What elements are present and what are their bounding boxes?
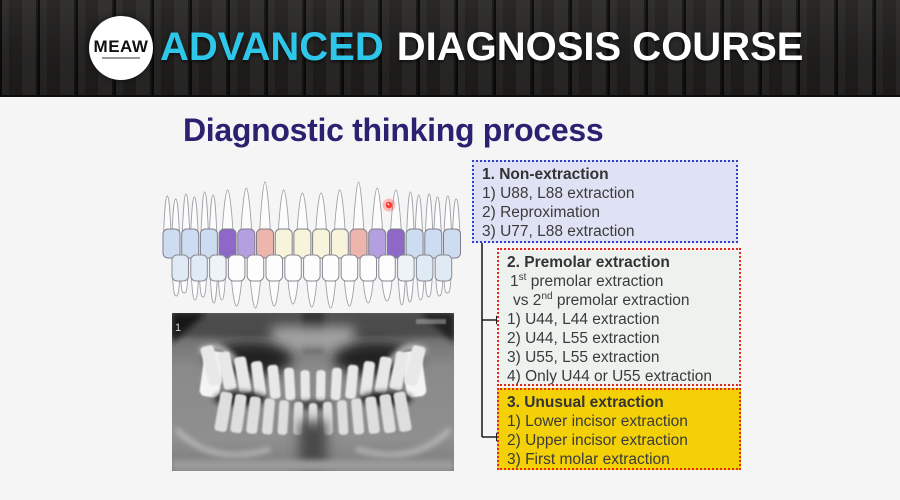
box-title: 1. Non-extraction <box>482 166 609 183</box>
meaw-logo-subtext <box>102 56 140 59</box>
course-title: ADVANCED DIAGNOSIS COURSE <box>160 0 803 95</box>
list-item: 4) Only U44 or U55 extraction <box>507 368 713 385</box>
subline-first-premolar: 1st premolar extraction <box>510 271 664 290</box>
unusual-extraction-box: 3. Unusual extraction 1) Lower incisor e… <box>497 388 741 470</box>
meaw-logo: MEAW <box>89 16 153 80</box>
list-item: 3) First molar extraction <box>507 451 670 468</box>
list-item: 3) U55, L55 extraction <box>507 349 660 366</box>
slide-title: Diagnostic thinking process <box>183 112 604 148</box>
list-item: 1) U44, L44 extraction <box>507 311 660 328</box>
premolar-extraction-box: 2. Premolar extraction 1st premolar extr… <box>497 248 741 386</box>
subline-second-premolar: vs 2nd premolar extraction <box>513 290 690 309</box>
list-item: 2) Upper incisor extraction <box>507 432 688 449</box>
meaw-logo-text: MEAW <box>93 36 149 56</box>
xray-corner-right-smudge <box>416 319 446 324</box>
course-title-rest: DIAGNOSIS COURSE <box>396 25 804 69</box>
tooth-chart-illustration <box>162 181 461 309</box>
course-title-highlight: ADVANCED <box>160 25 384 69</box>
list-item: 3) U77, L88 extraction <box>482 223 635 240</box>
box-title: 3. Unusual extraction <box>507 394 664 411</box>
panoramic-xray-image: 1 <box>172 313 454 471</box>
xray-corner-label: 1 <box>175 322 181 334</box>
non-extraction-box: 1. Non-extraction 1) U88, L88 extraction… <box>472 160 738 243</box>
list-item: 1) Lower incisor extraction <box>507 413 688 430</box>
box-title: 2. Premolar extraction <box>507 254 670 271</box>
list-item: 2) Reproximation <box>482 204 601 221</box>
list-item: 1) U88, L88 extraction <box>482 185 635 202</box>
list-item: 2) U44, L55 extraction <box>507 330 660 347</box>
course-header: MEAW ADVANCED DIAGNOSIS COURSE <box>0 0 900 97</box>
